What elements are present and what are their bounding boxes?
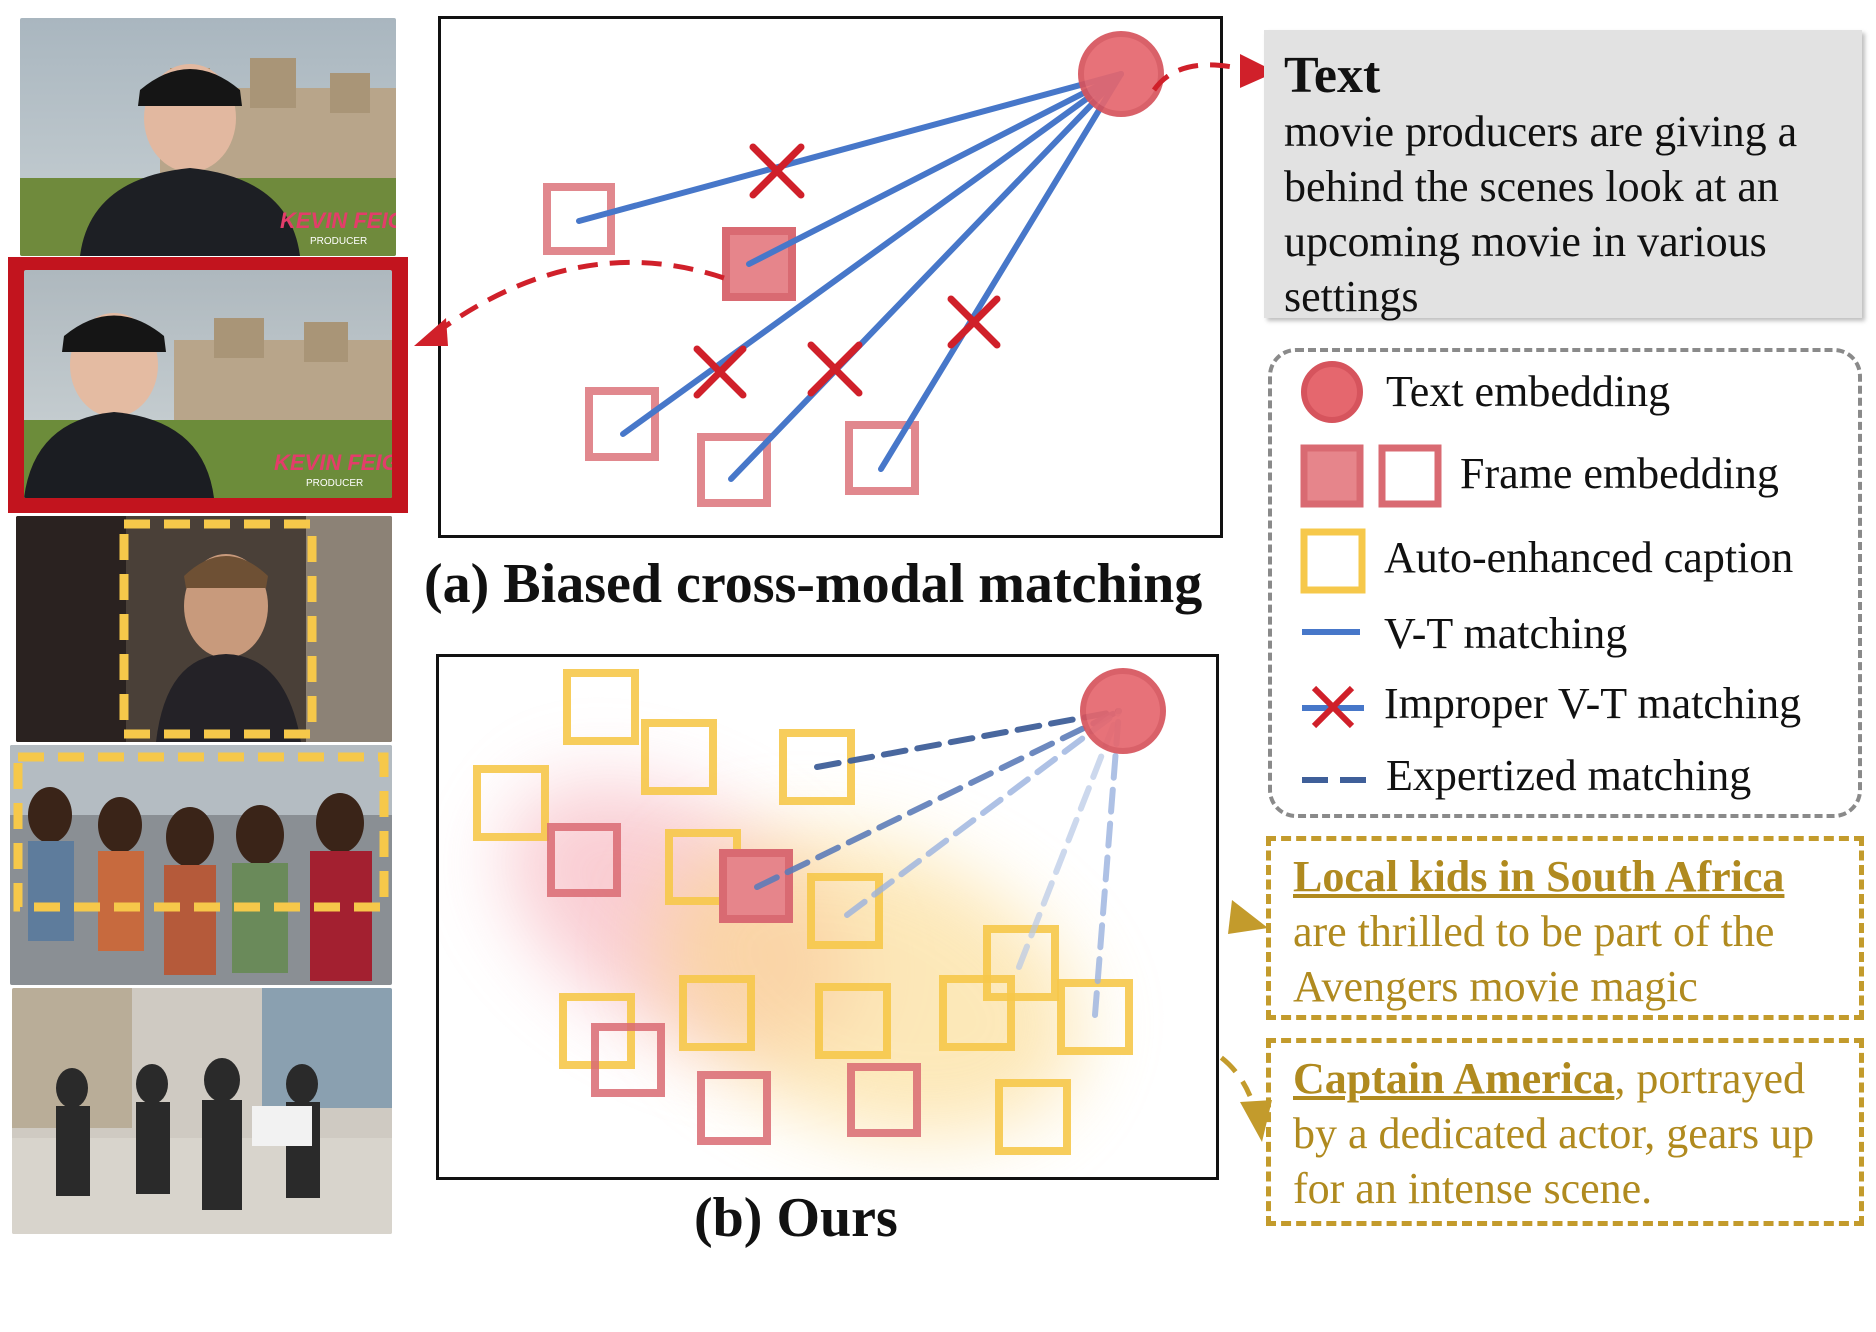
text-embedding-legend-icon bbox=[1301, 361, 1363, 423]
improper-matching-legend-icon bbox=[1302, 685, 1364, 729]
caption-square bbox=[807, 873, 883, 949]
frame-embedding-square bbox=[543, 183, 615, 255]
caption-arrow-2-head-icon bbox=[1240, 1100, 1272, 1142]
caption-square bbox=[641, 719, 717, 795]
video-frame-2: KEVIN FEIGE PRODUCER bbox=[24, 270, 392, 498]
improper-match-cross-icon bbox=[947, 295, 1001, 349]
frame-3-image bbox=[16, 516, 392, 742]
caption-2-highlight: Captain America bbox=[1293, 1054, 1615, 1103]
caption-square bbox=[815, 983, 891, 1059]
panel-a-caption: (a) Biased cross-modal matching bbox=[424, 553, 1203, 615]
video-frame-3 bbox=[16, 516, 392, 742]
selected-frame-arrowhead-icon bbox=[414, 318, 448, 346]
caption-1-highlight: Local kids in South Africa bbox=[1293, 852, 1785, 901]
text-embedding-circle bbox=[1080, 668, 1166, 754]
video-frame-1: KEVIN FEIGE PRODUCER bbox=[20, 18, 396, 256]
text-embedding-circle bbox=[1078, 31, 1164, 117]
frame-5-image bbox=[12, 988, 392, 1234]
frame-embedding-square bbox=[591, 1023, 665, 1097]
caption-legend-icon bbox=[1300, 528, 1366, 594]
frame-embedding-square bbox=[697, 1071, 771, 1145]
caption-square bbox=[995, 1079, 1071, 1155]
expert-match-line bbox=[1092, 708, 1122, 1018]
frame-2-image: KEVIN FEIGE PRODUCER bbox=[24, 270, 392, 498]
caption-square bbox=[679, 975, 755, 1051]
frame-embedding-empty-legend-icon bbox=[1378, 444, 1442, 508]
frame-embedding-selected bbox=[722, 227, 796, 301]
text-arrow bbox=[1151, 62, 1239, 92]
caption-square bbox=[1057, 979, 1133, 1055]
caption-box-local-kids: Local kids in South Africa are thrilled … bbox=[1266, 836, 1864, 1020]
legend-label-caption: Auto-enhanced caption bbox=[1384, 533, 1794, 582]
frame-embedding-square bbox=[547, 823, 621, 897]
improper-match-cross-icon bbox=[693, 345, 747, 399]
expert-match-line bbox=[844, 708, 1122, 918]
legend-label-vt-matching: V-T matching bbox=[1384, 609, 1628, 658]
legend bbox=[1268, 348, 1862, 818]
improper-match-cross-icon bbox=[749, 143, 805, 199]
selected-frame-arrow bbox=[438, 259, 725, 333]
query-text-box: Text movie producers are giving a behind… bbox=[1264, 30, 1862, 321]
frame-4-caption-box bbox=[13, 752, 389, 912]
panel-b-caption: (b) Ours bbox=[694, 1187, 898, 1249]
vt-matching-line bbox=[576, 71, 1124, 224]
text-arrowhead-icon bbox=[1240, 54, 1276, 88]
caption-square bbox=[939, 975, 1015, 1051]
vt-matching-line bbox=[728, 71, 1124, 482]
vt-matching-line bbox=[620, 71, 1124, 437]
frame-embedding-square bbox=[697, 433, 771, 507]
frame-1-name-overlay: KEVIN FEIGE bbox=[280, 208, 396, 233]
improper-match-cross-icon bbox=[807, 341, 863, 397]
panel-b-ours bbox=[436, 654, 1219, 1180]
vt-matching-line bbox=[746, 71, 1124, 267]
frame-2-title-overlay: PRODUCER bbox=[306, 478, 363, 489]
frame-embedding-square bbox=[845, 421, 919, 495]
vt-matching-line bbox=[878, 71, 1124, 472]
caption-square bbox=[779, 729, 855, 805]
legend-label-text-embedding: Text embedding bbox=[1386, 367, 1671, 416]
frame-2-name-overlay: KEVIN FEIGE bbox=[274, 450, 392, 475]
panel-b-diagram bbox=[473, 668, 1166, 1155]
legend-label-frame-embedding: Frame embedding bbox=[1460, 449, 1779, 498]
frame-4-image bbox=[10, 745, 392, 985]
frame-embedding-square bbox=[847, 1063, 921, 1137]
panel-a-biased-matching bbox=[438, 16, 1223, 538]
legend-label-expertized: Expertized matching bbox=[1386, 751, 1752, 800]
expert-match-line bbox=[1016, 708, 1122, 970]
legend-label-improper: Improper V-T matching bbox=[1384, 679, 1802, 728]
caption-arrow-1-head-icon bbox=[1228, 900, 1268, 934]
video-frame-4 bbox=[10, 745, 392, 985]
expert-match-line bbox=[754, 708, 1122, 890]
video-frame-5 bbox=[12, 988, 392, 1234]
frame-1-image: KEVIN FEIGE PRODUCER bbox=[20, 18, 396, 256]
frame-3-caption-box bbox=[119, 519, 317, 739]
caption-box-captain-america: Captain America, portrayed by a dedicate… bbox=[1266, 1038, 1864, 1226]
caption-square bbox=[983, 925, 1059, 1001]
caption-square bbox=[473, 765, 549, 841]
caption-square bbox=[563, 669, 639, 745]
query-text-body: movie producers are giving a behind the … bbox=[1284, 107, 1798, 321]
legend-icons bbox=[1300, 361, 1442, 783]
caption-2-text: , portrayed by a dedicated actor, gears … bbox=[1293, 1054, 1815, 1213]
frame-embedding-square bbox=[585, 387, 659, 461]
frame-1-title-overlay: PRODUCER bbox=[310, 236, 367, 247]
expert-match-line bbox=[814, 708, 1122, 770]
query-text-title: Text bbox=[1284, 47, 1381, 104]
frame-embedding-filled-legend-icon bbox=[1300, 444, 1364, 508]
panel-a-diagram bbox=[543, 31, 1164, 507]
caption-1-text: are thrilled to be part of the Avengers … bbox=[1293, 907, 1775, 1011]
